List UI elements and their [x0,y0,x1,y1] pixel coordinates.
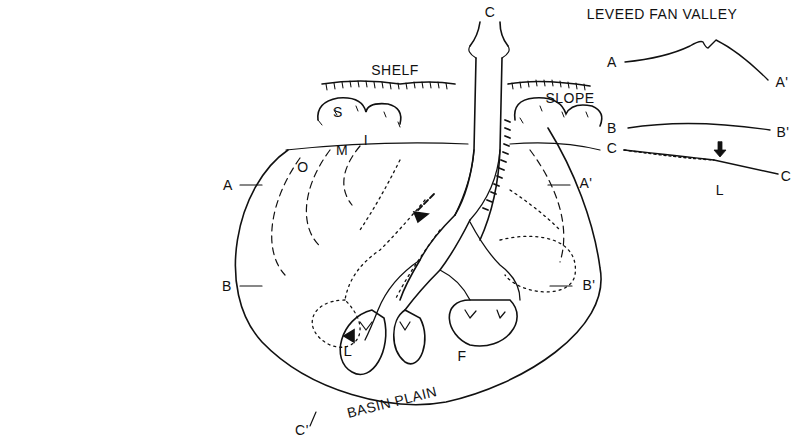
section-label: B' [776,125,789,139]
section-label: A' [775,75,788,89]
section-label: B [607,121,617,135]
section-label: C' [295,423,309,437]
section-label: C [607,141,618,155]
section-label: C [781,169,792,183]
zone-label: I [364,133,368,147]
zone-label: S [333,105,343,119]
profile-title: LEVEED FAN VALLEY [587,7,738,21]
section-label: B [222,279,232,293]
zone-label: F [457,349,466,363]
canyon-label: C [485,5,496,19]
region-label: SLOPE [545,91,594,105]
section-label: B' [582,278,595,292]
region-label: BASIN PLAIN [346,384,439,420]
zone-label: O [297,160,308,174]
section-label: A [607,55,617,69]
lobe-label: L [716,183,724,197]
section-label: A' [579,176,592,190]
zone-label: M [336,143,348,157]
section-label: A [223,178,233,192]
region-label: SHELF [371,63,419,77]
lobe-label: L [344,343,353,358]
